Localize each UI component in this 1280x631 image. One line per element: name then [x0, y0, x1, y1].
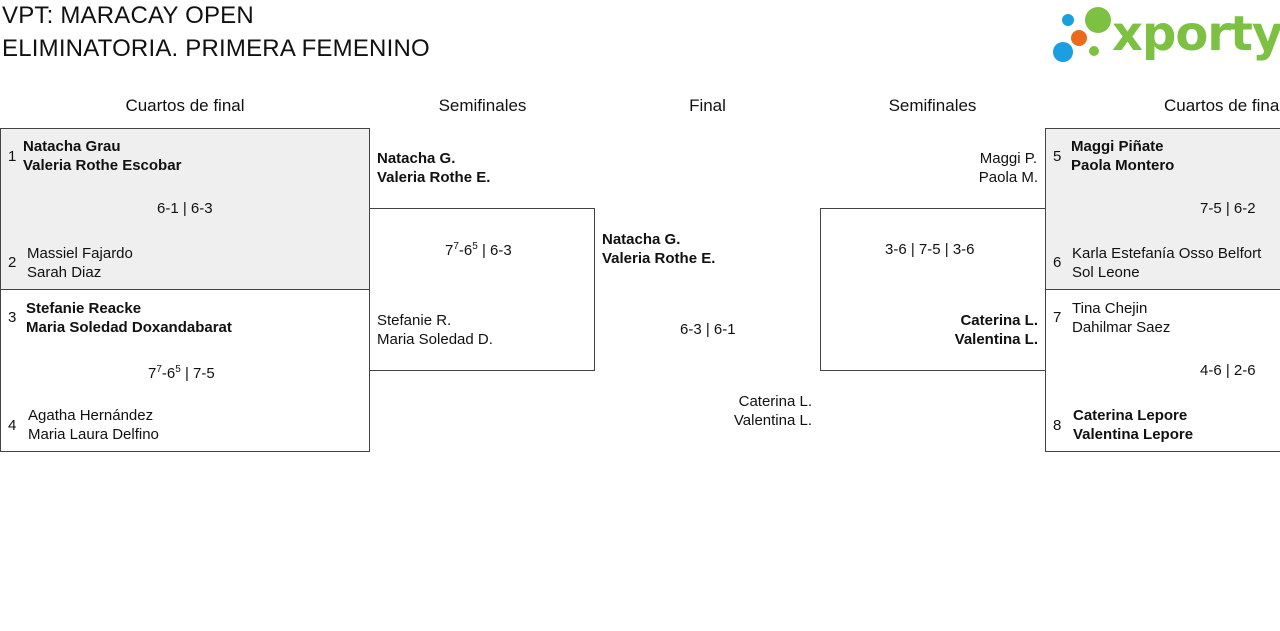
player-name: Valeria Rothe Escobar — [23, 157, 182, 174]
player-name: Maria Soledad Doxandabarat — [26, 319, 232, 336]
player-name: Maggi Piñate — [1071, 138, 1164, 155]
right-qf-match-1: 5 Maggi Piñate Paola Montero 7-5 | 6-2 6… — [1045, 128, 1280, 290]
seed-number: 5 — [1053, 148, 1062, 165]
match-score: 4-6 | 2-6 — [1200, 362, 1256, 379]
player-name: Valentina L. — [733, 412, 812, 429]
player-name: Caterina L. — [960, 312, 1038, 329]
player-name: Dahilmar Saez — [1072, 319, 1171, 336]
player-name: Valentina Lepore — [1073, 426, 1194, 443]
seed-number: 6 — [1053, 254, 1062, 271]
player-name: Massiel Fajardo — [27, 245, 133, 262]
player-name: Stefanie Reacke — [26, 300, 142, 317]
seed-number: 7 — [1053, 309, 1062, 326]
player-name: Valeria Rothe E. — [602, 250, 716, 267]
player-name: Sol Leone — [1072, 264, 1140, 281]
round-header-left-qf: Cuartos de final — [125, 96, 245, 115]
player-name: Sarah Diaz — [27, 264, 102, 281]
logo-dots-icon — [1053, 7, 1111, 62]
player-name: Maggi P. — [979, 150, 1037, 167]
round-header-right-qf: Cuartos de final — [1164, 96, 1280, 115]
match-score: 77-65 | 6-3 — [445, 241, 512, 259]
player-name: Agatha Hernández — [28, 407, 154, 424]
player-name: Maria Soledad D. — [377, 331, 493, 348]
seed-number: 4 — [8, 417, 17, 434]
player-name: Valeria Rothe E. — [377, 169, 491, 186]
player-name: Paola M. — [978, 169, 1038, 186]
page-title: VPT: MARACAY OPEN — [2, 2, 254, 29]
match-score: 6-3 | 6-1 — [680, 321, 736, 338]
match-score: 77-65 | 7-5 — [148, 364, 215, 382]
round-header-right-sf: Semifinales — [888, 96, 977, 115]
player-name: Caterina Lepore — [1073, 407, 1188, 424]
match-score: 6-1 | 6-3 — [157, 200, 213, 217]
round-header-left-sf: Semifinales — [438, 96, 527, 115]
seed-number: 8 — [1053, 417, 1062, 434]
player-name: Maria Laura Delfino — [28, 426, 159, 443]
left-sf-match: 77-65 | 6-3 Stefanie R. Maria Soledad D. — [369, 208, 595, 371]
player-name: Natacha Grau — [23, 138, 121, 155]
player-name: Tina Chejin — [1072, 300, 1148, 317]
left-qf-match-1: 1 Natacha Grau Valeria Rothe Escobar 6-1… — [0, 128, 370, 290]
seed-number: 2 — [8, 254, 17, 271]
left-qf-match-2: 3 Stefanie Reacke Maria Soledad Doxandab… — [0, 289, 370, 452]
match-score: 7-5 | 6-2 — [1200, 200, 1256, 217]
logo-wordmark: xporty — [1112, 6, 1280, 62]
player-name: Natacha G. — [377, 150, 456, 167]
seed-number: 1 — [8, 148, 17, 165]
xporty-logo: xporty — [1050, 4, 1280, 68]
match-score: 3-6 | 7-5 | 3-6 — [885, 241, 975, 258]
player-name: Natacha G. — [602, 231, 681, 248]
player-name: Karla Estefanía Osso Belfort — [1072, 245, 1262, 262]
player-name: Paola Montero — [1071, 157, 1175, 174]
player-name: Stefanie R. — [377, 312, 452, 329]
round-header-final: Final — [689, 96, 726, 115]
right-sf-match: 3-6 | 7-5 | 3-6 Caterina L. Valentina L. — [820, 208, 1046, 371]
player-name: Caterina L. — [738, 393, 812, 410]
right-qf-match-2: 7 Tina Chejin Dahilmar Saez 4-6 | 2-6 8 … — [1045, 289, 1280, 452]
seed-number: 3 — [8, 309, 17, 326]
player-name: Valentina L. — [954, 331, 1038, 348]
page-subtitle: ELIMINATORIA. PRIMERA FEMENINO — [2, 35, 430, 62]
